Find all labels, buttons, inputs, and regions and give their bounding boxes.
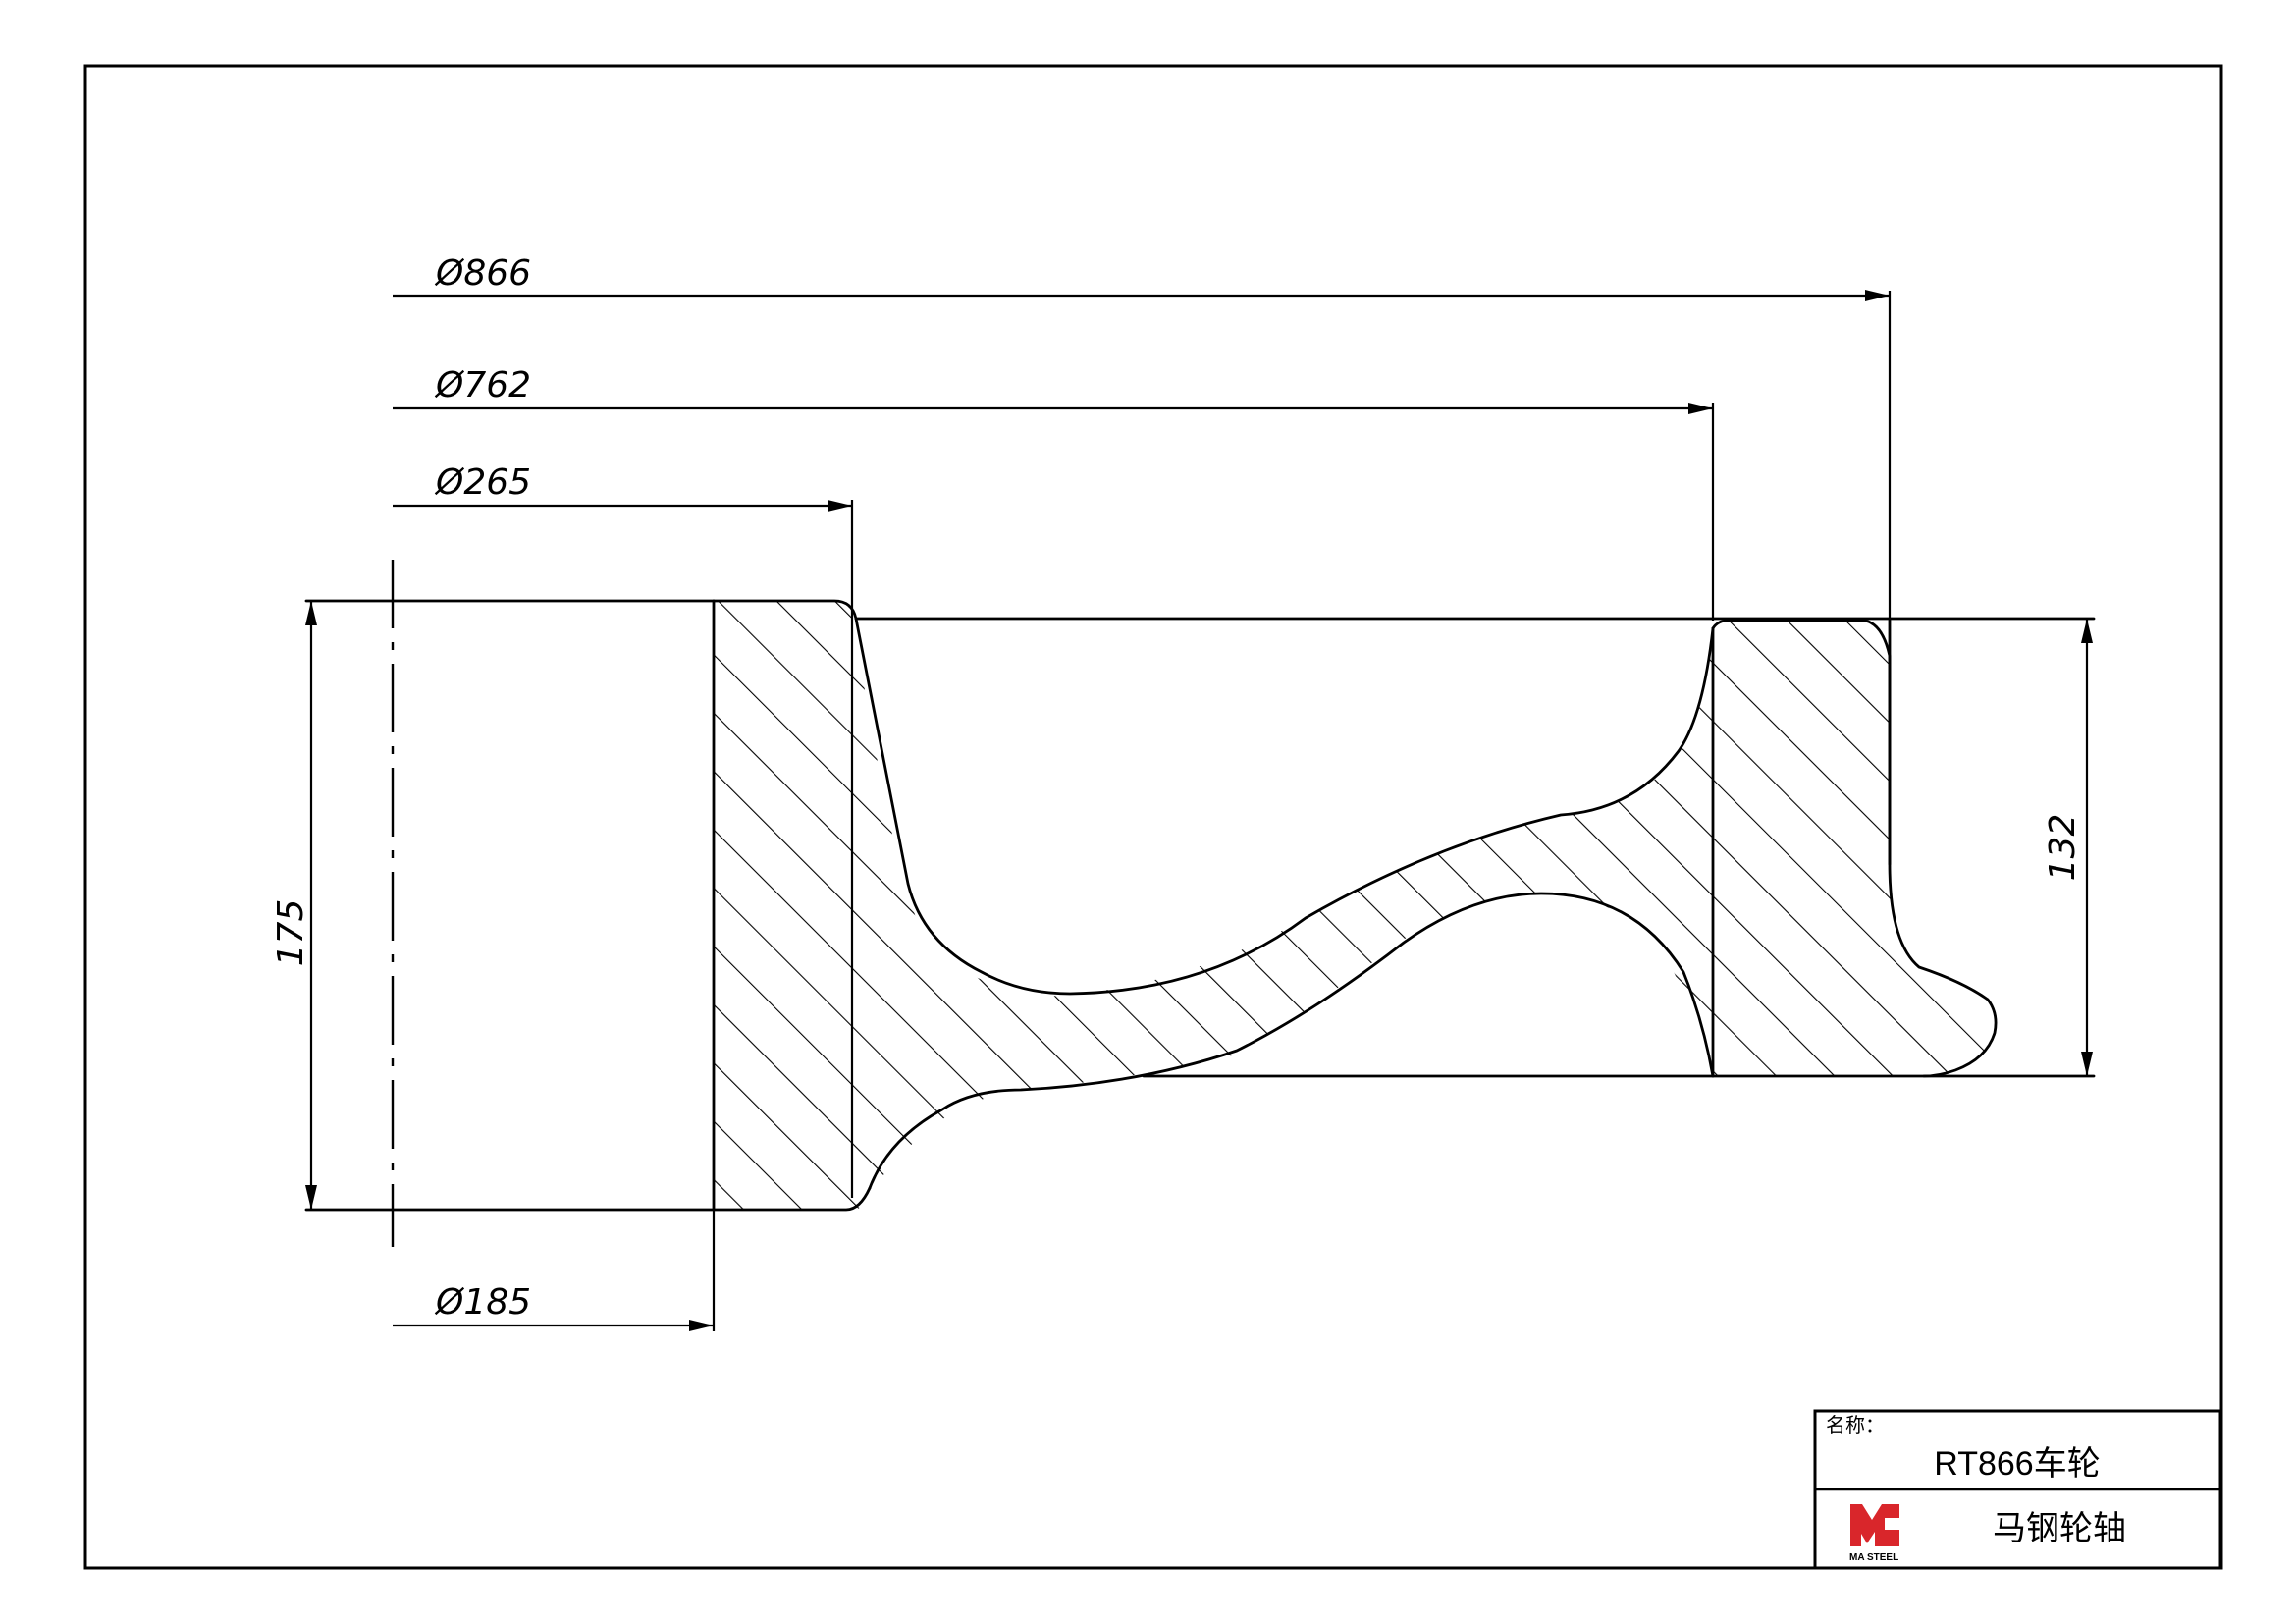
sheet-border — [83, 64, 2223, 1570]
logo-mark — [1850, 1504, 1899, 1546]
masteel-logo: MA STEEL — [1849, 1504, 1899, 1563]
dim-diameter-762: Ø762 — [434, 365, 531, 406]
wheel-profile-outline — [304, 599, 2096, 1212]
dimension-lines — [305, 290, 2093, 1331]
part-name: RT866车轮 — [1934, 1445, 2100, 1483]
logo-text: MA STEEL — [1849, 1552, 1898, 1563]
dim-diameter-866: Ø866 — [434, 253, 531, 294]
dim-diameter-185: Ø185 — [434, 1282, 531, 1323]
title-block: 名称： RT866车轮 马钢轮轴 MA STEEL — [1813, 1409, 2222, 1570]
name-label: 名称： — [1826, 1413, 1885, 1436]
dim-height-175: 175 — [271, 899, 311, 967]
dim-height-132: 132 — [2043, 814, 2083, 882]
section-hatch — [714, 601, 1997, 1210]
dim-diameter-265: Ø265 — [434, 462, 531, 503]
company-name: 马钢轮轴 — [1993, 1509, 2126, 1548]
